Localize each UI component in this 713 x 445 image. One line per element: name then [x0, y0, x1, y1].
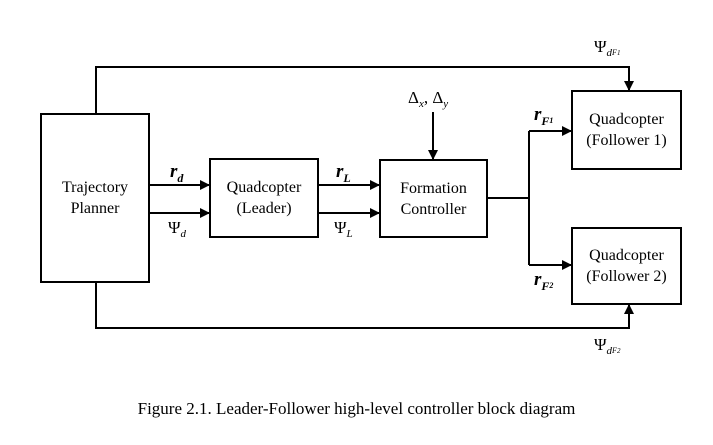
label-delta: Δx, Δy	[408, 88, 449, 110]
figure-caption: Figure 2.1. Leader-Follower high-level c…	[137, 399, 576, 418]
label-psi-dF2: ΨdF2	[594, 335, 621, 357]
trajectory-planner-line2: Planner	[70, 200, 120, 217]
leader-line2: (Leader)	[236, 200, 292, 217]
trajectory-planner-line1: Trajectory	[61, 179, 129, 196]
formation-controller-block: Formation Controller	[379, 159, 488, 238]
follower2-line1: Quadcopter	[589, 247, 664, 264]
leader-block: Quadcopter (Leader)	[209, 158, 319, 238]
label-r-F1: rF1	[534, 104, 554, 128]
label-psi-d: Ψd	[168, 218, 187, 240]
follower1-line2: (Follower 1)	[586, 132, 667, 149]
label-psi-L: ΨL	[334, 218, 353, 240]
follower2-block: Quadcopter (Follower 2)	[571, 227, 682, 305]
label-psi-dF1: ΨdF1	[594, 37, 621, 59]
label-r-L: rL	[336, 161, 351, 185]
formation-line1: Formation	[400, 179, 467, 197]
leader-line1: Quadcopter	[226, 179, 302, 196]
follower1-block: Quadcopter (Follower 1)	[571, 90, 682, 170]
follower2-line2: (Follower 2)	[586, 268, 667, 285]
label-r-F2: rF2	[534, 269, 554, 293]
label-r-d: rd	[170, 161, 184, 185]
arrow-planner-to-follower2	[95, 282, 634, 329]
follower1-line1: Quadcopter	[589, 111, 664, 128]
trajectory-planner-block: Trajectory Planner	[40, 113, 150, 283]
arrow-planner-to-follower1	[95, 66, 634, 113]
formation-line2: Controller	[400, 200, 467, 218]
